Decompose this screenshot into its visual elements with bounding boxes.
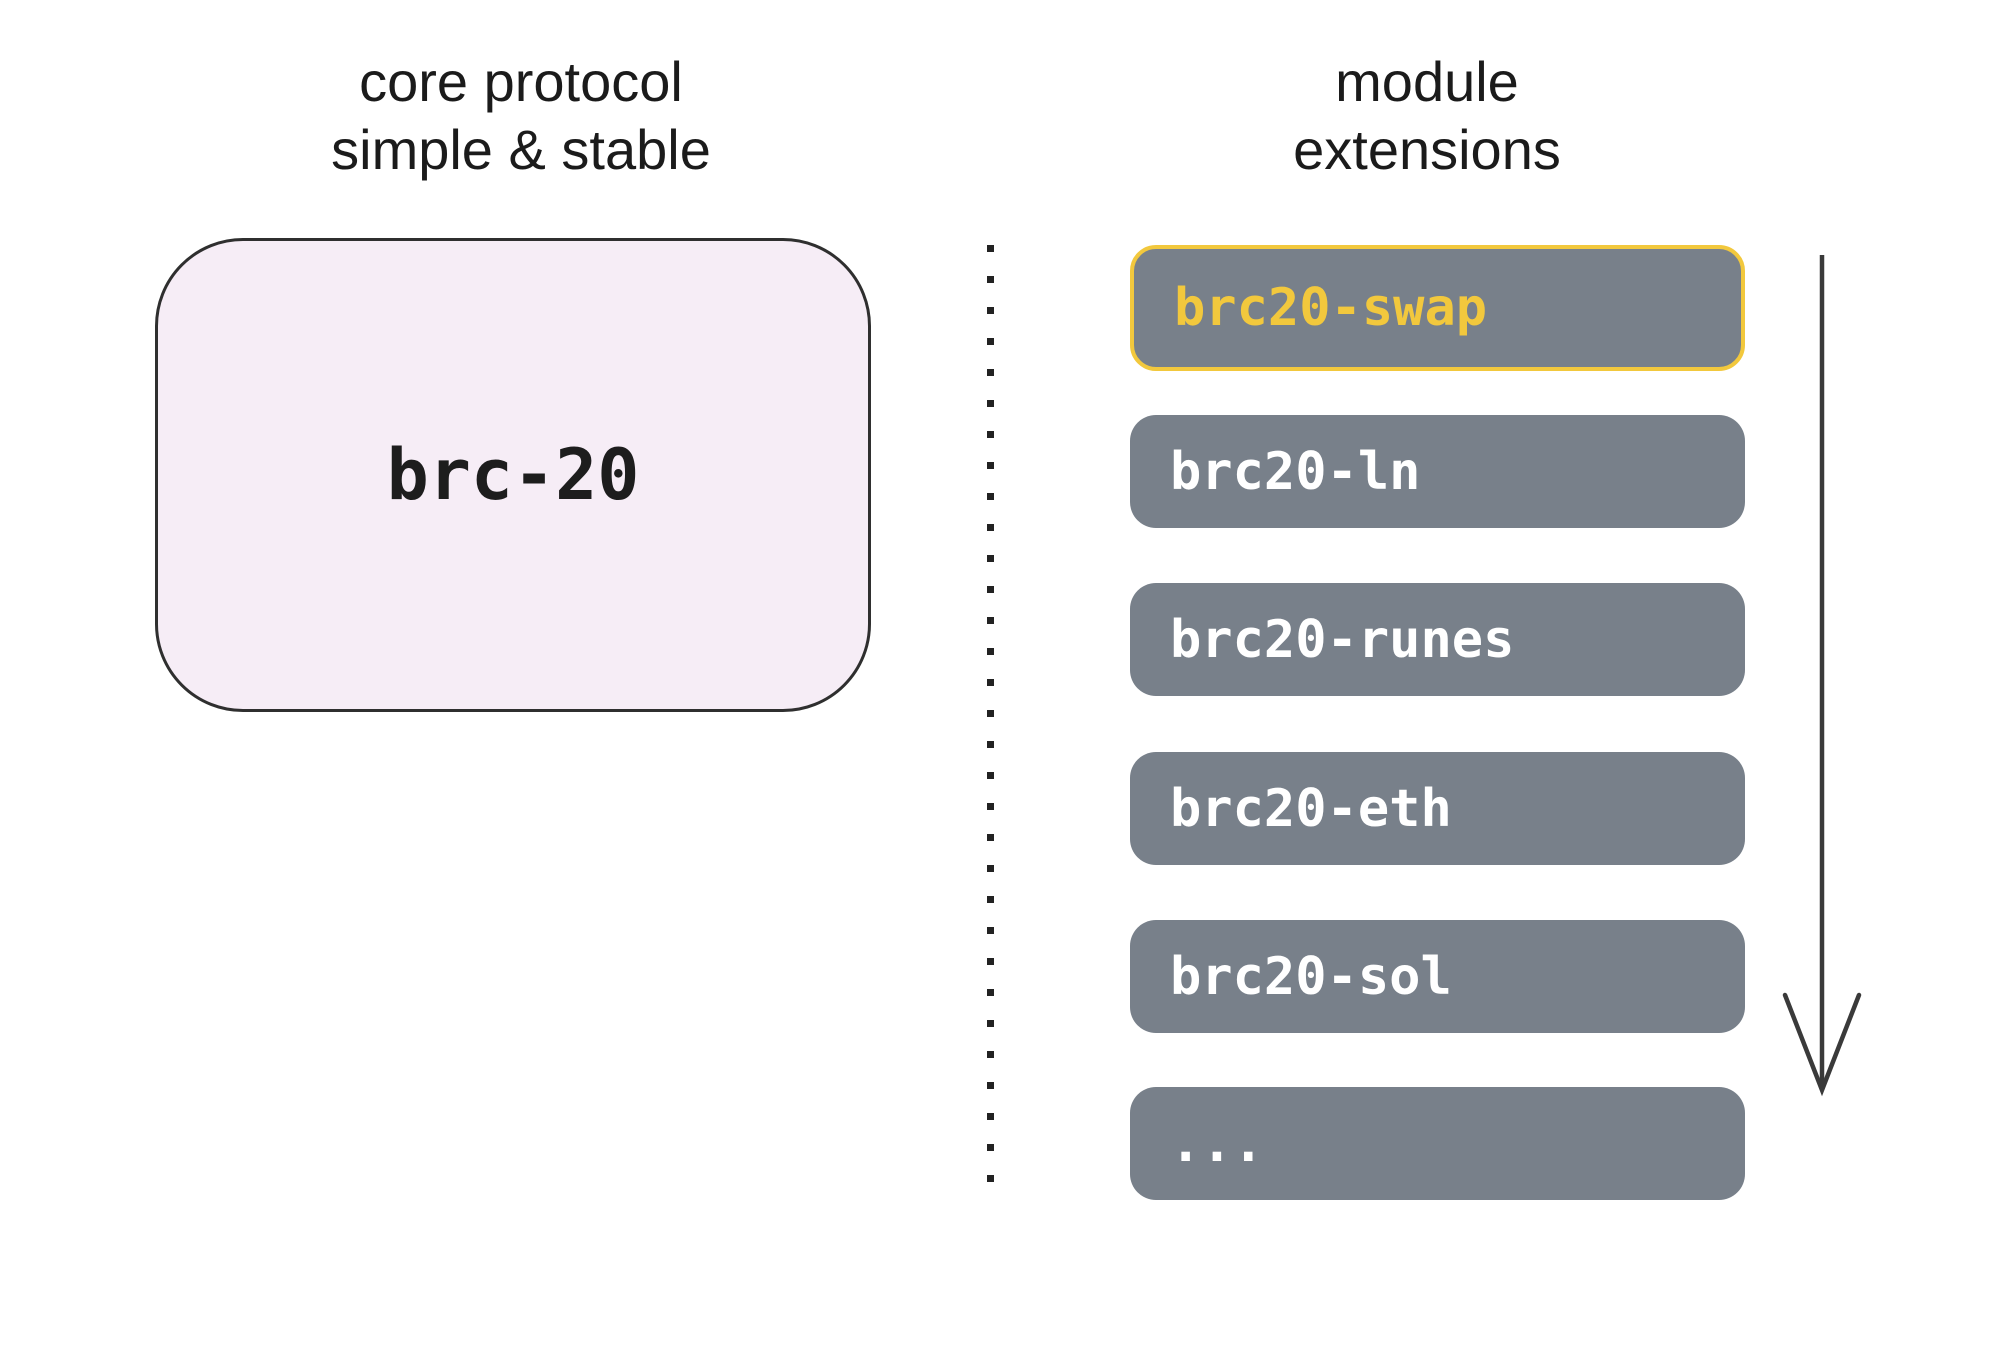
left-column-heading: core protocol simple & stable — [171, 48, 871, 185]
core-protocol-box: brc-20 — [155, 238, 871, 712]
module-label: brc20-eth — [1170, 778, 1452, 839]
module-label: brc20-runes — [1170, 609, 1515, 670]
module-box-brc20-runes: brc20-runes — [1130, 583, 1745, 696]
left-heading-line1: core protocol — [359, 50, 683, 113]
module-box-brc20-swap: brc20-swap — [1130, 245, 1745, 371]
dotted-divider-line — [987, 245, 994, 1197]
down-arrow-icon — [1782, 255, 1862, 1097]
right-heading-line1: module — [1335, 50, 1519, 113]
module-label: brc20-ln — [1170, 441, 1421, 502]
module-label: brc20-sol — [1170, 946, 1452, 1007]
module-box-ellipsis: ... — [1130, 1087, 1745, 1200]
core-protocol-label: brc-20 — [386, 434, 640, 516]
module-label: brc20-swap — [1174, 278, 1488, 338]
right-heading-line2: extensions — [1293, 118, 1561, 182]
module-label: ... — [1170, 1113, 1264, 1174]
module-box-brc20-eth: brc20-eth — [1130, 752, 1745, 865]
right-column-heading: module extensions — [1127, 48, 1727, 185]
module-box-brc20-sol: brc20-sol — [1130, 920, 1745, 1033]
module-box-brc20-ln: brc20-ln — [1130, 415, 1745, 528]
left-heading-line2: simple & stable — [331, 118, 711, 182]
